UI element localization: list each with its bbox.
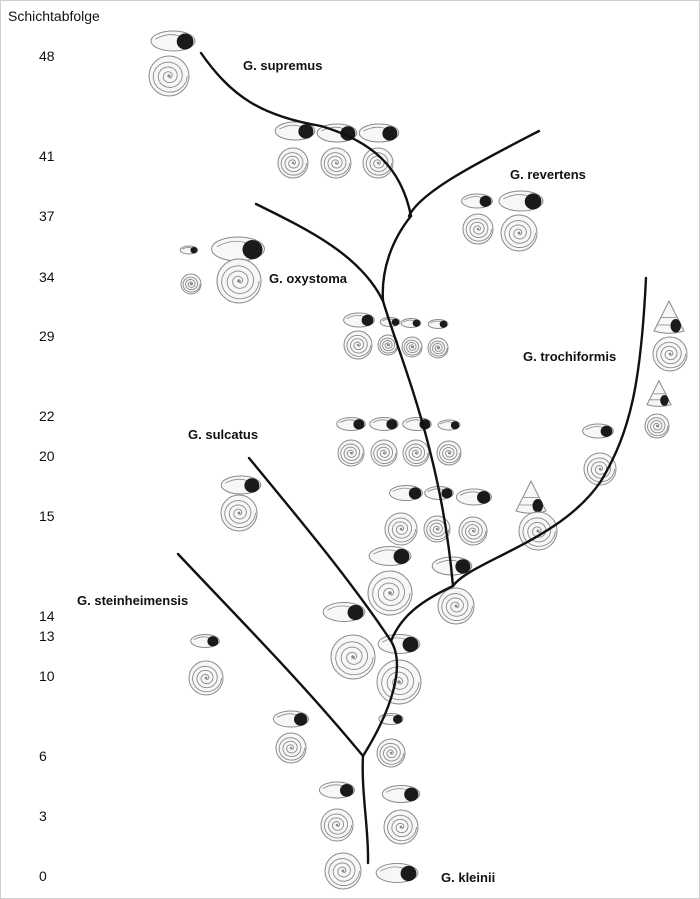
lineage-line [199, 51, 413, 218]
level-label: 10 [39, 668, 55, 684]
shell-apical-view [216, 258, 262, 304]
level-label: 6 [39, 748, 47, 764]
shell-aperture-view [272, 710, 310, 728]
shell-aperture-view [358, 123, 400, 143]
lineage-line [361, 639, 399, 758]
shell-trochiform-view [515, 479, 547, 514]
shell-aperture-view [427, 319, 449, 329]
lineage-line [451, 276, 648, 588]
species-label-sulcatus: G. sulcatus [188, 427, 259, 442]
shell-aperture-view [582, 423, 614, 439]
shell-aperture-view [389, 485, 423, 501]
shell-apical-view [652, 336, 688, 372]
lineage-line [381, 299, 455, 588]
shell-aperture-view [336, 417, 366, 431]
shell-apical-view [370, 439, 398, 467]
shell-aperture-view [343, 312, 375, 328]
lineage-line [254, 202, 385, 303]
shell-trochiform-view [646, 379, 672, 407]
shell-apical-view [188, 660, 224, 696]
shell-apical-view [367, 570, 413, 616]
shell-apical-view [343, 330, 373, 360]
lineage-line [247, 456, 393, 643]
shell-aperture-view [402, 417, 432, 431]
shell-apical-view [376, 659, 422, 705]
lineage-line [361, 754, 370, 865]
species-label-supremus: G. supremus [243, 58, 323, 73]
shell-apical-view [362, 147, 394, 179]
level-label: 0 [39, 868, 47, 884]
shell-apical-view [330, 634, 376, 680]
species-label-revertens: G. revertens [510, 167, 586, 182]
shell-apical-view [462, 213, 494, 245]
shell-aperture-view [322, 602, 366, 622]
shell-aperture-view [498, 190, 544, 212]
shell-aperture-view [179, 245, 199, 255]
shell-aperture-view [437, 419, 461, 431]
shell-apical-view [500, 214, 538, 252]
shell-aperture-view [377, 634, 421, 654]
species-label-trochiformis: G. trochiformis [523, 349, 617, 364]
shell-aperture-view [461, 193, 493, 209]
level-label: 13 [39, 628, 55, 644]
shell-apical-view [437, 587, 475, 625]
shell-aperture-view [455, 488, 493, 506]
lineage-line [407, 129, 541, 218]
shell-aperture-view [150, 30, 196, 52]
shell-apical-view [376, 738, 406, 768]
shell-apical-view [383, 809, 419, 845]
species-label-steinheimensis: G. steinheimensis [77, 593, 189, 608]
species-label-oxystoma: G. oxystoma [269, 271, 348, 286]
shell-aperture-view [375, 863, 419, 883]
level-label: 37 [39, 208, 55, 224]
shell-apical-view [148, 55, 190, 97]
shell-aperture-view [220, 475, 262, 495]
shell-apical-view [458, 516, 488, 546]
shell-aperture-view [211, 236, 265, 262]
species-label-kleinii: G. kleinii [441, 870, 496, 885]
shell-apical-view [583, 452, 617, 486]
shell-apical-view [220, 494, 258, 532]
shell-aperture-view [400, 318, 422, 328]
shell-apical-view [275, 732, 307, 764]
shell-trochiform-view [653, 299, 685, 334]
shell-apical-view [277, 147, 309, 179]
shell-illustrations [148, 30, 688, 890]
shell-apical-view [180, 273, 202, 295]
level-label: 41 [39, 148, 55, 164]
shell-apical-view [436, 440, 462, 466]
shell-aperture-view [274, 121, 316, 141]
axis-title: Schichtabfolge [8, 8, 100, 24]
shell-apical-view [644, 413, 670, 439]
shell-aperture-view [190, 634, 220, 648]
shell-aperture-view [378, 713, 404, 725]
lineage-lines [176, 51, 648, 865]
level-label: 48 [39, 48, 55, 64]
level-label: 34 [39, 269, 55, 285]
shell-apical-view [320, 808, 354, 842]
level-label: 3 [39, 808, 47, 824]
lineage-line [176, 552, 365, 758]
shell-aperture-view [318, 781, 356, 799]
shell-aperture-view [368, 546, 412, 566]
shell-apical-view [401, 336, 423, 358]
shell-apical-view [402, 439, 430, 467]
shell-aperture-view [381, 785, 421, 803]
shell-apical-view [337, 439, 365, 467]
shell-apical-view [320, 147, 352, 179]
shell-apical-view [384, 512, 418, 546]
level-label: 29 [39, 328, 55, 344]
lineage-line [381, 214, 413, 303]
lineage-line [389, 584, 455, 643]
shell-aperture-view [369, 417, 399, 431]
level-label: 15 [39, 508, 55, 524]
shell-apical-view [427, 337, 449, 359]
level-label: 14 [39, 608, 55, 624]
shell-apical-view [324, 852, 362, 890]
level-label: 20 [39, 448, 55, 464]
level-label: 22 [39, 408, 55, 424]
shell-apical-view [423, 515, 451, 543]
